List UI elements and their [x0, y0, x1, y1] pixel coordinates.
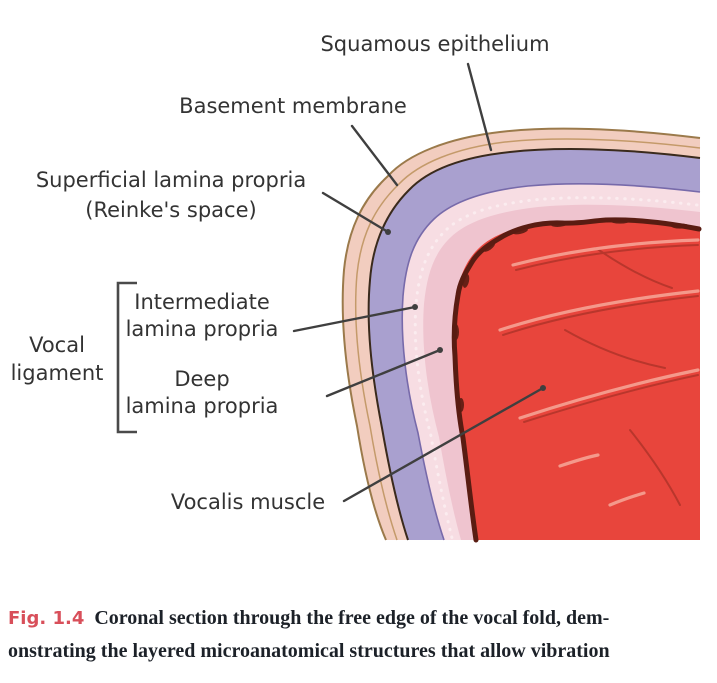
label-superficial-line2: (Reinke's space) — [85, 198, 257, 222]
muscle-fibers-dark — [502, 244, 699, 506]
basement-membrane-line — [367, 148, 701, 541]
muscle-fibers-light — [498, 238, 700, 507]
label-deep-line1: Deep — [174, 367, 230, 391]
label-intermediate-line1: Intermediate — [134, 290, 270, 314]
figure-caption: Fig. 1.4 Coronal section through the free… — [8, 602, 712, 668]
label-vocal-line1: Vocal — [29, 333, 85, 357]
leader-superficial-lamina — [321, 191, 390, 234]
intermediate-dotted-texture — [413, 196, 699, 540]
caption-text-line1: Coronal section through the free edge of… — [94, 607, 610, 629]
label-vocal-ligament: Vocal ligament — [0, 331, 114, 387]
figure-number-tag: Fig. 1.4 — [8, 608, 85, 629]
purple-pink-boundary-line — [401, 182, 701, 541]
leader-lines — [292, 62, 545, 503]
label-intermediate-lamina-propria: Intermediate lamina propria — [116, 289, 288, 343]
vocalis-muscle-layer — [454, 220, 700, 540]
label-vocalis-muscle: Vocalis muscle — [170, 490, 326, 514]
caption-line-1: Fig. 1.4 Coronal section through the free… — [8, 602, 712, 635]
caption-text-line2: onstrating the layered microanatomical s… — [8, 640, 610, 662]
leader-deep-lamina — [325, 348, 442, 398]
label-intermediate-line2: lamina propria — [125, 317, 279, 341]
epithelium-outer-outline — [341, 127, 701, 541]
label-basement-membrane: Basement membrane — [179, 94, 407, 118]
leader-intermediate-lamina — [292, 305, 417, 333]
leader-basement-membrane — [350, 124, 399, 187]
leader-squamous-epithelium — [466, 62, 493, 152]
label-superficial-lamina-propria: Superficial lamina propria (Reinke's spa… — [20, 165, 322, 225]
label-squamous-epithelium: Squamous epithelium — [320, 32, 550, 56]
label-deep-lamina-propria: Deep lamina propria — [116, 366, 288, 420]
muscle-outline-bumps — [453, 218, 689, 412]
label-superficial-line1: Superficial lamina propria — [35, 168, 307, 192]
vocal-ligament-bracket — [116, 281, 137, 434]
label-vocal-line2: ligament — [10, 361, 104, 385]
leader-end-dots — [385, 229, 546, 391]
epithelium-inner-line — [354, 138, 701, 541]
leader-vocalis-muscle — [342, 386, 545, 503]
label-deep-line2: lamina propria — [125, 394, 279, 418]
